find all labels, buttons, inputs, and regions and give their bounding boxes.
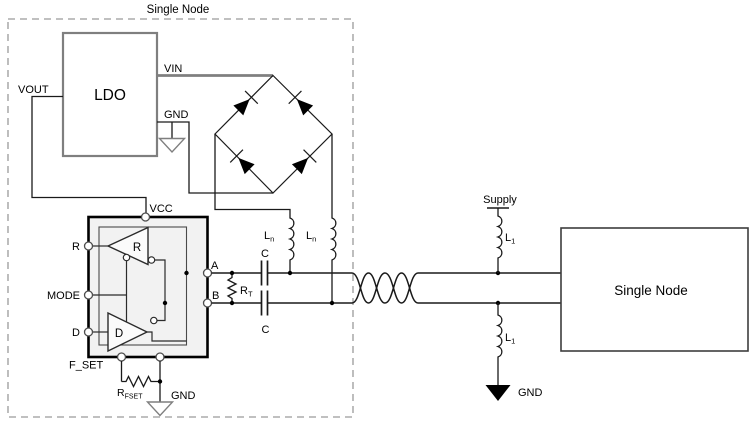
inductor-l1-bottom: [495, 303, 503, 385]
chip-gnd-label: GND: [171, 390, 196, 402]
diode-icon: [291, 149, 317, 175]
right-gnd-label: GND: [518, 387, 543, 399]
driver-label: D: [115, 328, 123, 340]
rt-label: RT: [240, 285, 253, 299]
vout-label: VOUT: [18, 84, 49, 96]
d-pin: [83, 327, 94, 337]
inverting-input-bubble-icon: [147, 256, 156, 264]
vcc-pin: [140, 212, 151, 222]
l1-top-label: L1: [505, 232, 515, 246]
ground-symbol-chip: [145, 401, 175, 417]
ldo-gnd-label: GND: [164, 109, 189, 121]
inductor-ln1: [214, 134, 295, 273]
b-internal-wire: [154, 259, 166, 322]
mode-pin-label: MODE: [47, 290, 80, 302]
chip-inner-frame: [98, 226, 188, 346]
receiver-label: R: [133, 242, 141, 254]
junction-dot: [229, 270, 235, 276]
d-pin-label: D: [72, 327, 80, 339]
ln2-label: Ln: [306, 230, 316, 244]
ldo-gnd-wire: [157, 121, 273, 194]
rfset-resistor: [121, 375, 160, 388]
fset-label: F_SET: [69, 360, 104, 372]
driver-output-wire: [147, 331, 187, 342]
junction-dot: [162, 300, 168, 306]
ground-symbol-ldo: [157, 137, 187, 154]
junction-dot: [157, 379, 163, 384]
enable-bubble-icon: [122, 253, 131, 262]
ldo-box: [61, 31, 159, 158]
coupling-cap-top: [260, 260, 269, 286]
inverting-output-bubble-icon: [150, 316, 158, 325]
mode-pin: [83, 290, 94, 300]
r-pin-label: R: [72, 241, 80, 253]
gnd-pin: [155, 352, 165, 362]
b-pin-label: B: [212, 290, 219, 302]
vcc-label: VCC: [150, 203, 173, 215]
junction-dot: [229, 300, 235, 306]
coupling-cap-bottom: [260, 290, 269, 316]
left-node-title: Single Node: [147, 4, 210, 16]
inductor-l1-top: [495, 208, 503, 273]
vout-to-vcc-wire: [31, 95, 147, 213]
ldo-label: LDO: [94, 87, 126, 104]
node-boundary-dashed-box: [7, 18, 354, 418]
diode-icon: [229, 149, 255, 175]
right-node-box: [560, 227, 749, 352]
inductor-ln2: [329, 134, 337, 303]
cap-top-label: C: [261, 248, 269, 260]
r-pin: [83, 241, 94, 251]
supply-label: Supply: [483, 194, 517, 206]
diode-icon: [233, 90, 259, 116]
cap-bottom-label: C: [262, 324, 270, 336]
ground-symbol-right: [485, 385, 511, 401]
junction-dot: [329, 300, 335, 306]
vin-label: VIN: [164, 63, 182, 75]
junction-dot: [184, 270, 189, 276]
rfset-label: RFSET: [117, 387, 143, 401]
l1-bottom-label: L1: [505, 332, 515, 346]
ln1-label: Ln: [264, 230, 274, 244]
twisted-pair: [351, 272, 419, 304]
diode-bridge: [214, 74, 333, 194]
fset-pin: [116, 352, 127, 362]
transceiver-chip: R D: [83, 212, 213, 362]
rt-resistor: [226, 273, 238, 303]
diode-icon: [288, 90, 314, 116]
b-pin: [202, 298, 213, 308]
right-node-label: Single Node: [614, 283, 688, 298]
bridge-outline: [214, 74, 333, 194]
a-pin-label: A: [211, 260, 219, 272]
junction-dot: [287, 270, 293, 276]
